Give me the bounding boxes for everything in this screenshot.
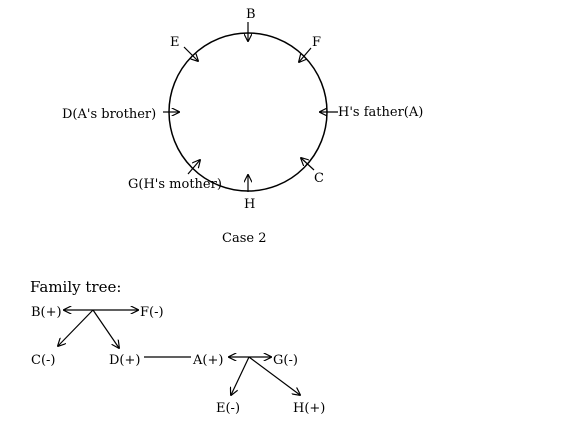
node-h: H(+) [293, 401, 325, 416]
label-h: H [244, 197, 255, 212]
family-tree: Family tree: B(+) F(-) C(-) D(+) A(+) G(… [30, 278, 325, 416]
label-a: H's father(A) [338, 105, 423, 120]
node-c: C(-) [31, 353, 55, 368]
arrow-g [187, 160, 200, 175]
seating-arrangement: B F H's father(A) C H G(H's mother) D(A'… [62, 7, 423, 246]
node-e: E(-) [216, 401, 240, 416]
arrow-e [183, 46, 198, 61]
node-a: A(+) [192, 353, 223, 368]
family-tree-title: Family tree: [30, 278, 121, 296]
label-b: B [246, 7, 256, 22]
edge-bf-d [92, 309, 119, 348]
label-d: D(A's brother) [62, 107, 156, 122]
arrow-f [299, 47, 312, 62]
edge-ag-h [248, 356, 300, 395]
edge-bf-c [58, 309, 94, 346]
node-f: F(-) [140, 305, 164, 320]
label-f: F [312, 35, 321, 50]
label-g: G(H's mother) [128, 177, 222, 192]
case-caption: Case 2 [222, 231, 266, 246]
node-g: G(-) [273, 353, 298, 368]
label-e: E [170, 35, 180, 50]
label-c: C [314, 171, 324, 186]
node-b: B(+) [31, 305, 62, 320]
node-d: D(+) [109, 353, 140, 368]
edge-ag-e [231, 356, 250, 395]
arrow-c [301, 158, 315, 171]
